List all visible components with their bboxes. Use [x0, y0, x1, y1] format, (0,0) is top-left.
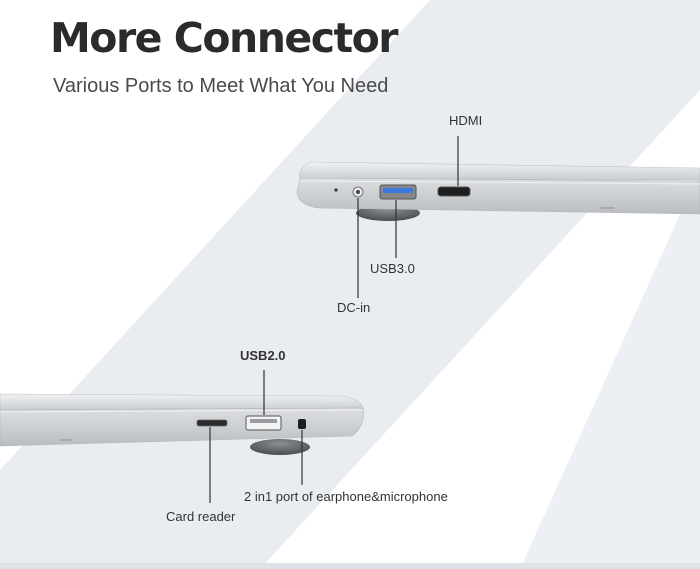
status-led: [334, 188, 338, 192]
hdmi-label: HDMI: [449, 113, 483, 128]
laptop-lid: [299, 161, 700, 181]
card-reader-slot-icon: [196, 419, 228, 427]
page-title: More Connector: [50, 14, 399, 62]
dc-in-label: DC-in: [337, 300, 371, 315]
base-seam: [0, 409, 363, 413]
usb2-label: USB2.0: [240, 348, 286, 363]
page-subtitle: Various Ports to Meet What You Need: [53, 75, 389, 97]
audio-port-label: 2 in1 port of earphone&microphone: [244, 489, 448, 504]
laptop-right-side-view: [296, 136, 700, 298]
laptop-left-side-view: [0, 370, 364, 503]
rubber-foot: [250, 439, 310, 455]
background-stripe-right: [520, 170, 700, 569]
bottom-divider: [0, 563, 700, 569]
laptop-lid: [0, 393, 364, 411]
audio-jack-icon: [298, 419, 306, 429]
usb3-label: USB3.0: [370, 261, 415, 276]
base-seam: [299, 180, 700, 185]
hdmi-port-icon: [437, 186, 471, 197]
card-reader-label: Card reader: [166, 509, 236, 524]
